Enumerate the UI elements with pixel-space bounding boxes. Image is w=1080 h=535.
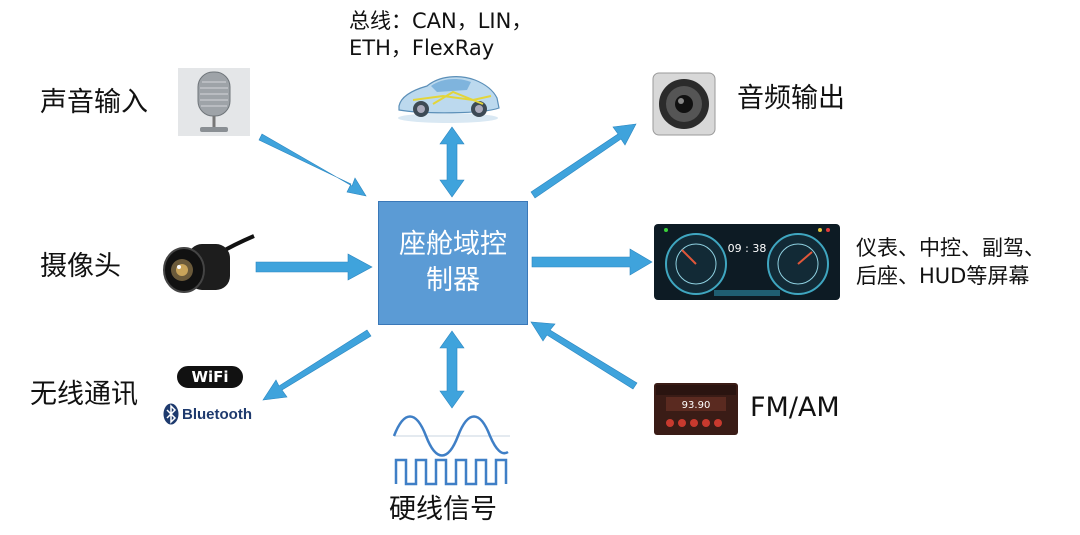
arrow-voice-to-center — [258, 133, 367, 197]
bluetooth-logo: Bluetooth — [163, 401, 252, 427]
radio-frequency: 93.90 — [682, 400, 711, 411]
bus-label-line2: ETH，FlexRay — [349, 36, 495, 60]
car-network-icon — [398, 76, 500, 123]
wifi-logo: WiFi — [177, 366, 245, 390]
center-label: 座舱域控制器 — [399, 229, 507, 296]
bluetooth-text: Bluetooth — [182, 405, 252, 423]
arrow-bus-bidirectional — [439, 126, 465, 198]
arrow-center-to-displays — [531, 248, 653, 276]
radio-display-icon: 93.90 — [654, 383, 738, 435]
dashboard-display-icon: 09 : 38 — [654, 224, 840, 300]
dashboard-clock: 09 : 38 — [728, 242, 767, 255]
wifi-text: WiFi — [177, 366, 243, 388]
arrow-center-to-audio — [530, 123, 637, 199]
cockpit-domain-controller: 座舱域控制器 — [378, 201, 528, 325]
bluetooth-icon — [163, 403, 179, 425]
bus-label-line1: 总线：CAN，LIN， — [349, 9, 533, 33]
audio-output-label: 音频输出 — [737, 83, 845, 114]
arrow-hardwire-bidirectional — [439, 330, 465, 409]
voice-input-label: 声音输入 — [40, 87, 148, 118]
hardwire-label: 硬线信号 — [389, 494, 497, 525]
arrow-center-to-wireless — [262, 329, 372, 401]
speaker-icon — [652, 72, 716, 136]
wireless-label: 无线通讯 — [30, 379, 138, 410]
fm-am-label: FM/AM — [750, 392, 840, 423]
camera-icon — [163, 234, 255, 293]
microphone-icon — [178, 68, 250, 136]
displays-label-line2: 后座、HUD等屏幕 — [856, 264, 1030, 288]
displays-label-line1: 仪表、中控、副驾、 — [856, 236, 1045, 260]
hardwire-signal-icon — [392, 415, 510, 486]
arrow-camera-to-center — [255, 253, 373, 281]
arrow-fm-to-center — [530, 321, 638, 390]
camera-label: 摄像头 — [40, 251, 121, 282]
